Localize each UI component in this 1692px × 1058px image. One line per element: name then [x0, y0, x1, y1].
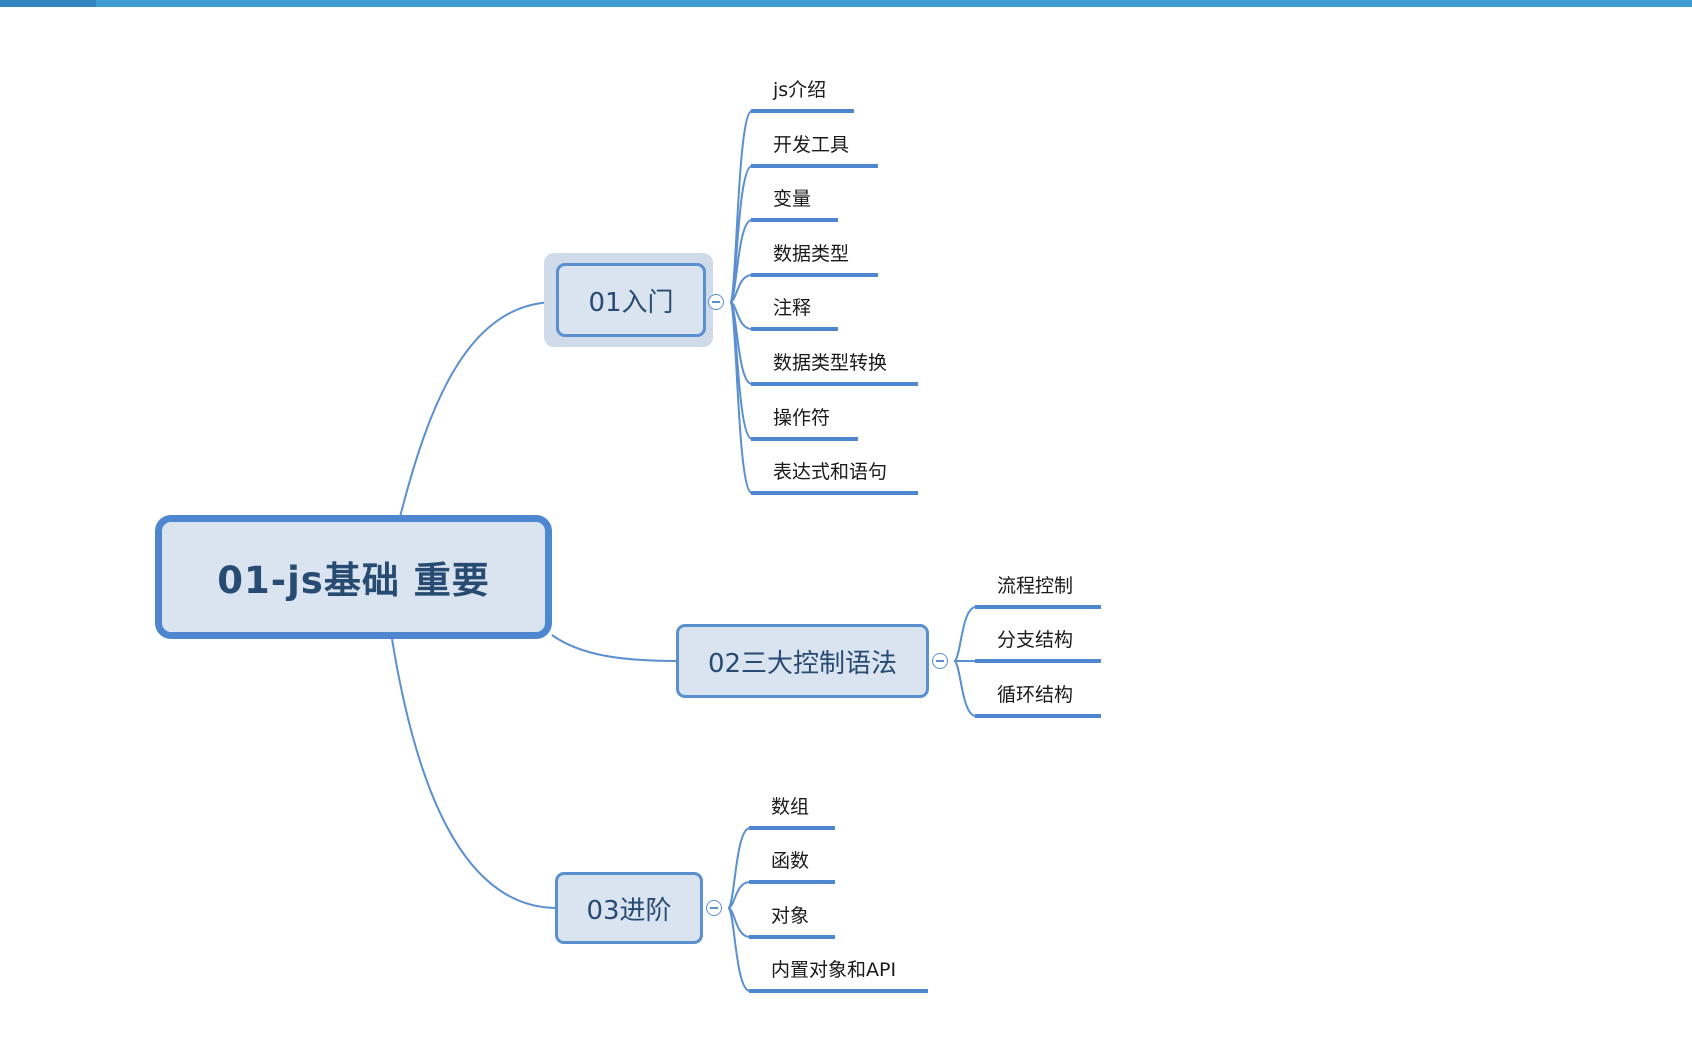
- branch-topic-label: 02三大控制语法: [707, 648, 898, 679]
- leaf-topic-label: 数据类型: [773, 243, 850, 265]
- connector-b3-leaf-2: [727, 881, 751, 909]
- leaf-topic[interactable]: 循环结构: [975, 680, 1101, 718]
- leaf-topic[interactable]: 操作符: [751, 403, 858, 441]
- collapse-toggle-icon[interactable]: [706, 900, 722, 916]
- leaf-topic-label: 函数: [771, 850, 810, 872]
- connector-b2-leaf-1: [953, 606, 977, 662]
- connector-root-branch-2: [551, 634, 679, 662]
- top-progress-segment: [0, 0, 96, 7]
- leaf-topic[interactable]: 分支结构: [975, 625, 1101, 663]
- leaf-topic[interactable]: 内置对象和API: [749, 955, 928, 993]
- leaf-topic-label: 数组: [771, 796, 810, 818]
- leaf-topic[interactable]: 函数: [749, 846, 835, 884]
- connector-b1-leaf-3: [729, 219, 753, 303]
- leaf-topic[interactable]: 数组: [749, 792, 835, 830]
- connector-root-branch-1: [399, 300, 560, 518]
- leaf-topic[interactable]: 变量: [751, 184, 838, 222]
- leaf-topic[interactable]: 注释: [751, 293, 838, 331]
- leaf-topic[interactable]: 开发工具: [751, 130, 878, 168]
- leaf-topic-label: 注释: [773, 297, 812, 319]
- leaf-topic-label: 循环结构: [997, 684, 1074, 706]
- collapse-toggle-icon[interactable]: [708, 294, 724, 310]
- leaf-topic-label: 数据类型转换: [773, 352, 888, 374]
- leaf-topic-label: 对象: [771, 905, 810, 927]
- leaf-topic[interactable]: 流程控制: [975, 571, 1101, 609]
- branch-topic-intro[interactable]: 01入门: [556, 263, 706, 337]
- top-progress-bar: [0, 0, 1692, 7]
- leaf-topic[interactable]: 表达式和语句: [751, 457, 918, 495]
- leaf-topic[interactable]: 对象: [749, 901, 835, 939]
- leaf-topic-label: 分支结构: [997, 629, 1074, 651]
- collapse-toggle-icon[interactable]: [932, 653, 948, 669]
- connector-b1-leaf-4: [729, 274, 753, 303]
- connector-b1-leaf-8: [729, 301, 753, 494]
- leaf-topic-label: 操作符: [773, 407, 831, 429]
- branch-topic-label: 03进阶: [586, 895, 672, 926]
- leaf-topic-label: 开发工具: [773, 134, 850, 156]
- leaf-topic-label: 变量: [773, 188, 812, 210]
- root-topic-label: 01-js基础 重要: [217, 559, 490, 602]
- root-topic[interactable]: 01-js基础 重要: [155, 515, 552, 639]
- leaf-topic[interactable]: js介绍: [751, 75, 854, 113]
- branch-topic-label: 01入门: [588, 287, 674, 318]
- leaf-topic[interactable]: 数据类型转换: [751, 348, 918, 386]
- leaf-topic-label: 内置对象和API: [771, 959, 897, 981]
- connector-b3-leaf-1: [727, 827, 751, 909]
- connector-b3-leaf-4: [727, 907, 751, 992]
- leaf-topic-label: js介绍: [773, 79, 827, 101]
- connector-b2-leaf-3: [953, 660, 977, 717]
- leaf-topic-label: 表达式和语句: [773, 461, 888, 483]
- leaf-topic[interactable]: 数据类型: [751, 239, 878, 277]
- branch-topic-control[interactable]: 02三大控制语法: [676, 624, 929, 698]
- leaf-topic-label: 流程控制: [997, 575, 1074, 597]
- branch-topic-advanced[interactable]: 03进阶: [555, 872, 703, 944]
- connector-root-branch-3: [391, 638, 558, 909]
